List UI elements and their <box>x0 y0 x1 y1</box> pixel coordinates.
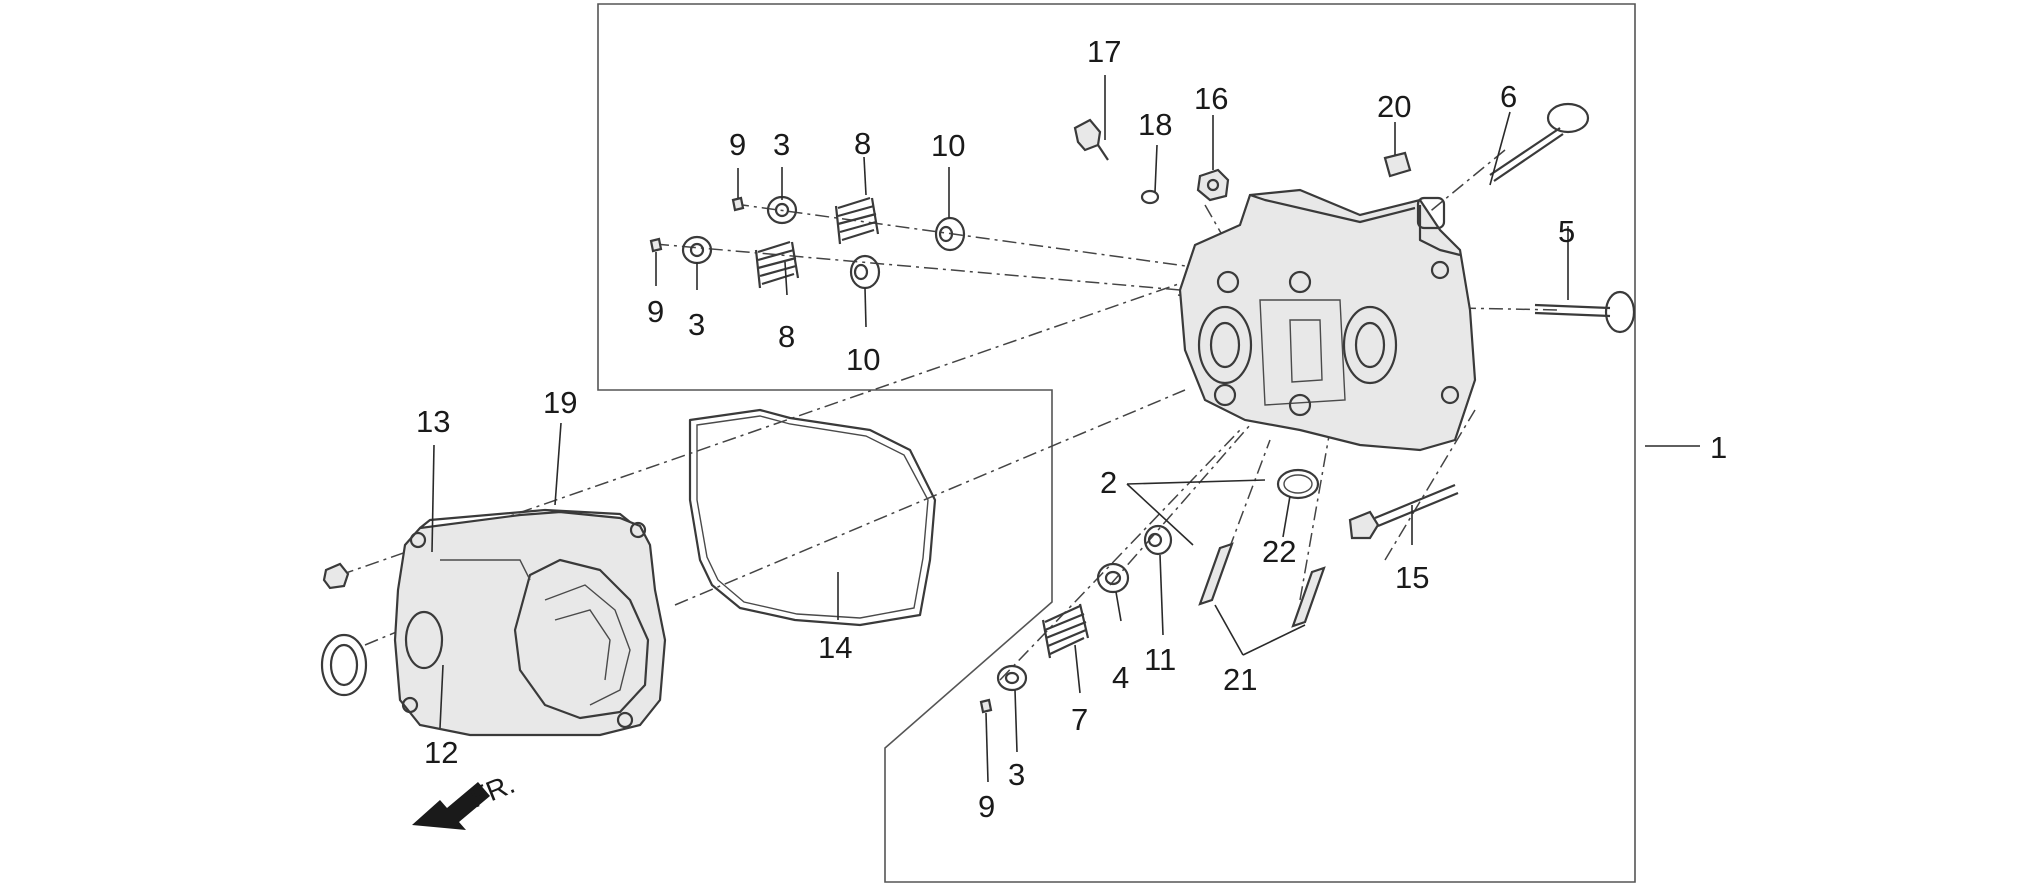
valve-6 <box>1489 102 1590 182</box>
callout-21: 21 <box>1223 662 1257 697</box>
callout-8b: 8 <box>778 319 795 354</box>
callout-9b: 9 <box>647 294 664 329</box>
callout-11: 11 <box>1144 642 1176 677</box>
callout-3b: 3 <box>688 307 705 342</box>
callout-5: 5 <box>1558 214 1575 249</box>
leader-lines <box>431 75 1700 783</box>
bolt-15 <box>1348 483 1459 540</box>
callout-3a: 3 <box>773 127 790 162</box>
spring-retainer-3c <box>996 664 1028 692</box>
valve-cotter-9b <box>649 237 663 253</box>
valve-stem-seal-11 <box>1143 524 1173 556</box>
valve-5 <box>1534 290 1636 334</box>
callout-10a: 10 <box>931 128 965 163</box>
valve-cotter-9c <box>979 698 993 714</box>
callout-15: 15 <box>1395 560 1429 595</box>
callout-16: 16 <box>1194 81 1228 116</box>
bolt-17 <box>1073 118 1109 161</box>
spring-seat-4 <box>1096 562 1130 594</box>
washer-18 <box>1140 189 1160 205</box>
callout-17: 17 <box>1087 34 1121 69</box>
cover-gasket <box>688 408 937 627</box>
callout-13: 13 <box>416 404 450 439</box>
front-direction-arrow <box>412 782 490 830</box>
callout-3c: 3 <box>1008 757 1025 792</box>
valve-spring-8b <box>754 240 800 289</box>
callout-6: 6 <box>1500 79 1517 114</box>
callout-10b: 10 <box>846 342 880 377</box>
cylinder-head <box>1178 188 1477 452</box>
callout-14: 14 <box>818 630 852 665</box>
callout-2: 2 <box>1100 465 1117 500</box>
valve-cotter-9a <box>731 196 745 212</box>
valve-spring-8a <box>834 196 880 245</box>
callout-8a: 8 <box>854 126 871 161</box>
alignment-lines <box>339 149 1561 681</box>
callout-9c: 9 <box>978 789 995 824</box>
dowel-20 <box>1383 151 1412 178</box>
dowel-pins-21 <box>1198 542 1326 628</box>
front-label: FR. <box>466 768 519 814</box>
callout-12: 12 <box>424 735 458 770</box>
nut-16 <box>1196 168 1230 202</box>
cylinder-head-cover <box>393 508 667 737</box>
valve-stem-seal-10b <box>849 254 881 290</box>
valve-stem-seal-10a <box>934 216 966 252</box>
spring-retainer-3b <box>681 235 713 265</box>
callout-19: 19 <box>543 385 577 420</box>
valve-spring-7 <box>1041 603 1090 659</box>
callout-18: 18 <box>1138 107 1172 142</box>
callout-4: 4 <box>1112 660 1129 695</box>
callout-7: 7 <box>1071 702 1088 737</box>
callout-9a: 9 <box>729 127 746 162</box>
o-ring-22 <box>1276 468 1320 500</box>
callout-22: 22 <box>1262 534 1296 569</box>
callout-1: 1 <box>1710 430 1727 465</box>
assembly-frame <box>597 3 1636 883</box>
bolt-13 <box>322 562 350 590</box>
callout-20: 20 <box>1377 89 1411 124</box>
seal-ring <box>320 633 368 697</box>
